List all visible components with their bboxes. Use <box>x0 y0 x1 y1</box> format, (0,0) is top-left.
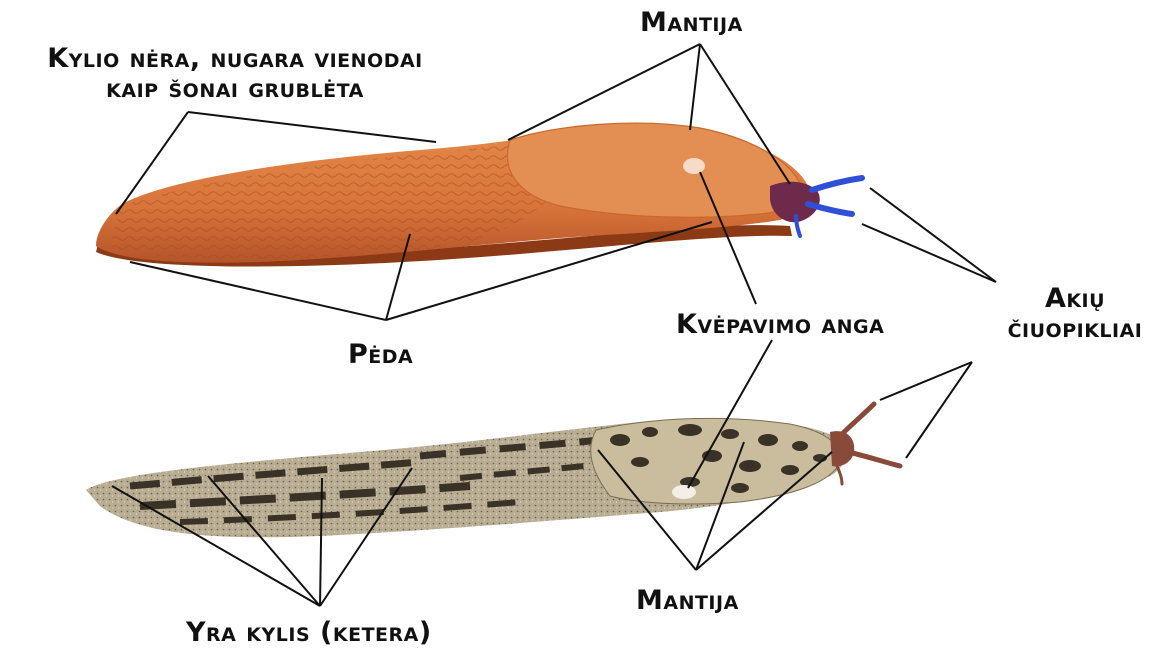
label-eye-tentacles: Akių čiuopikliai <box>1000 284 1150 344</box>
label-keel: Yra kylis (ketera) <box>186 618 432 648</box>
label-eye-tentacles-line1: Akių <box>1000 284 1150 314</box>
leader-foot-1 <box>130 262 386 320</box>
leopard-slug-tentacle-lower <box>848 452 900 466</box>
leopard-slug-tentacle-upper <box>840 404 874 436</box>
red-slug <box>96 123 862 266</box>
label-no-keel: Kylio nėra, nugara vienodai kaip šonai g… <box>10 44 460 104</box>
label-no-keel-line1: Kylio nėra, nugara vienodai <box>10 44 460 74</box>
label-breathing-pore: Kvėpavimo anga <box>676 310 884 340</box>
label-bottom-mantle: Mantija <box>636 586 739 616</box>
red-slug-mantle <box>507 123 800 217</box>
label-no-keel-line2: kaip šonai grublėta <box>10 74 460 104</box>
red-slug-pore <box>683 158 705 174</box>
label-eye-tentacles-line2: čiuopikliai <box>1000 314 1150 344</box>
label-foot: Pėda <box>348 340 413 370</box>
label-top-mantle: Mantija <box>640 8 743 38</box>
leopard-slug <box>86 404 900 537</box>
leopard-slug-pore <box>672 485 696 499</box>
leader-top-mantle-2 <box>690 44 700 130</box>
leader-no-keel-2 <box>188 112 436 142</box>
red-slug-tentacle-upper <box>812 178 862 190</box>
